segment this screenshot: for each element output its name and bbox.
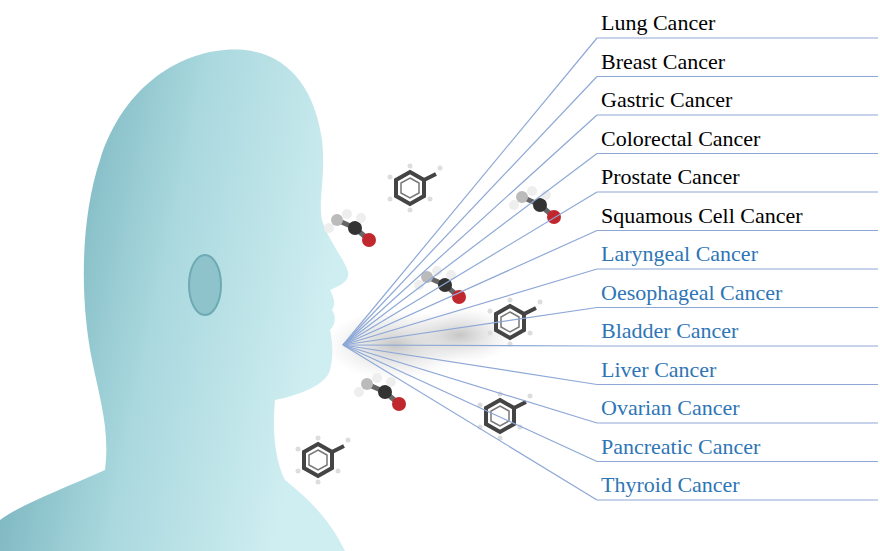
cancer-label: Squamous Cell Cancer	[601, 203, 803, 229]
cancer-label: Gastric Cancer	[601, 87, 732, 113]
leader-line	[343, 269, 597, 345]
leader-line	[343, 308, 597, 346]
underline	[597, 461, 878, 462]
head-silhouette	[0, 50, 348, 551]
underline	[597, 422, 878, 423]
leader-line	[343, 115, 597, 345]
cancer-label: Liver Cancer	[601, 357, 716, 383]
ear	[189, 255, 221, 315]
breath-cloud	[405, 307, 515, 363]
leader-line	[343, 154, 597, 346]
cancer-label: Colorectal Cancer	[601, 126, 760, 152]
underline	[597, 345, 878, 346]
cancer-label: Prostate Cancer	[601, 164, 740, 190]
leader-line	[343, 345, 597, 385]
leader-line	[343, 345, 597, 346]
leader-line	[343, 77, 597, 346]
cancer-label: Ovarian Cancer	[601, 395, 740, 421]
underline	[597, 76, 878, 77]
cancer-label: Pancreatic Cancer	[601, 434, 760, 460]
underline	[597, 37, 878, 38]
leader-line	[343, 192, 597, 345]
cancer-label: Breast Cancer	[601, 49, 725, 75]
leader-line	[343, 231, 597, 346]
underline	[597, 153, 878, 154]
underline	[597, 307, 878, 308]
cancer-label: Lung Cancer	[601, 10, 715, 36]
leader-line	[343, 345, 597, 500]
underline	[597, 114, 878, 115]
leader-line	[343, 345, 597, 423]
underline	[597, 268, 878, 269]
underline	[597, 191, 878, 192]
leader-line	[343, 345, 597, 462]
cancer-label: Bladder Cancer	[601, 318, 738, 344]
underline	[597, 384, 878, 385]
leader-line	[343, 38, 597, 345]
cancer-label: Oesophageal Cancer	[601, 280, 782, 306]
underline	[597, 499, 878, 500]
cancer-label: Thyroid Cancer	[601, 472, 740, 498]
cancer-label: Laryngeal Cancer	[601, 241, 758, 267]
molecules	[296, 164, 562, 485]
underline	[597, 230, 878, 231]
